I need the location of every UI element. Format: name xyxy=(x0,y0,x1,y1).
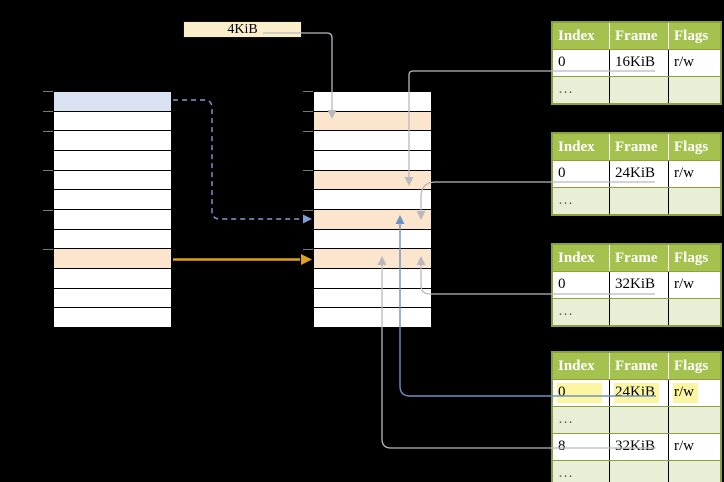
memory-cell xyxy=(314,210,431,230)
memory-cell xyxy=(314,92,431,112)
address-tick xyxy=(303,249,313,250)
pt4-ellipsis-2: … xyxy=(553,461,610,482)
table-row-highlighted: 0 24KiB r/w xyxy=(553,379,720,406)
address-tick xyxy=(43,91,53,92)
address-tick xyxy=(43,210,53,211)
pt4-flags-0: r/w xyxy=(669,380,720,406)
pt3-frame-0: 32KiB xyxy=(610,272,669,298)
pt3-flags-0: r/w xyxy=(669,272,720,298)
pt2-frame-0: 24KiB xyxy=(610,161,669,187)
pt3-header-flags: Flags xyxy=(669,245,720,271)
page-size-label: 4KiB xyxy=(183,21,302,38)
pt4-header-index: Index xyxy=(553,353,610,379)
memory-cell xyxy=(314,111,431,132)
pt3-header-index: Index xyxy=(553,245,610,271)
page-table-3: Index Frame Flags 0 32KiB r/w … xyxy=(551,243,722,327)
pt4-index-8: 8 xyxy=(553,434,610,460)
memory-cell xyxy=(314,229,431,250)
memory-cell xyxy=(54,249,171,270)
table-row-ellipsis: … xyxy=(553,298,720,325)
pt1-header-flags: Flags xyxy=(669,23,720,49)
memory-cell xyxy=(314,170,431,191)
address-tick xyxy=(43,170,53,171)
memory-cell xyxy=(314,151,431,171)
table-row: 0 16KiB r/w xyxy=(553,49,720,76)
address-tick xyxy=(43,249,53,250)
page-table-4: Index Frame Flags 0 24KiB r/w … 8 32KiB … xyxy=(551,351,722,482)
pt1-frame-0: 16KiB xyxy=(610,50,669,76)
pt2-ellipsis: … xyxy=(553,188,610,214)
pt2-header-frame: Frame xyxy=(610,134,669,160)
pt4-header-flags: Flags xyxy=(669,353,720,379)
page-table-1: Index Frame Flags 0 16KiB r/w … xyxy=(551,21,722,105)
pt1-flags-0: r/w xyxy=(669,50,720,76)
memory-cell xyxy=(54,308,171,328)
table-row-ellipsis: … xyxy=(553,460,720,482)
table-row: 0 32KiB r/w xyxy=(553,271,720,298)
pt1-header-frame: Frame xyxy=(610,23,669,49)
memory-cell xyxy=(54,190,171,211)
address-tick xyxy=(303,170,313,171)
memory-cell xyxy=(54,131,171,152)
pt2-header-flags: Flags xyxy=(669,134,720,160)
pt1-header-index: Index xyxy=(553,23,610,49)
pt3-index-0: 0 xyxy=(553,272,610,298)
memory-cell xyxy=(54,111,171,132)
address-tick xyxy=(43,111,53,112)
memory-cell xyxy=(54,269,171,289)
virtual-memory-column xyxy=(53,91,172,328)
memory-cell xyxy=(314,190,431,211)
memory-cell xyxy=(54,151,171,171)
address-tick xyxy=(43,131,53,132)
pt3-ellipsis: … xyxy=(553,299,610,325)
page-table-2: Index Frame Flags 0 24KiB r/w … xyxy=(551,132,722,216)
memory-cell xyxy=(54,210,171,230)
arrow-virtual-orange-page xyxy=(173,254,312,265)
pt3-header-frame: Frame xyxy=(610,245,669,271)
pt4-frame-0: 24KiB xyxy=(610,380,669,406)
pt4-header-frame: Frame xyxy=(610,353,669,379)
pt4-index-0: 0 xyxy=(553,380,610,406)
table-row: 0 24KiB r/w xyxy=(553,160,720,187)
memory-cell xyxy=(54,229,171,250)
address-tick xyxy=(303,91,313,92)
pt1-ellipsis: … xyxy=(553,77,610,103)
memory-cell xyxy=(54,170,171,191)
pt2-flags-0: r/w xyxy=(669,161,720,187)
address-tick xyxy=(303,111,313,112)
physical-memory-column xyxy=(313,91,432,328)
pt1-index-0: 0 xyxy=(553,50,610,76)
memory-cell xyxy=(314,249,431,270)
memory-cell xyxy=(314,269,431,289)
pt4-flags-8: r/w xyxy=(669,434,720,460)
pt2-index-0: 0 xyxy=(553,161,610,187)
table-row-ellipsis: … xyxy=(553,187,720,214)
memory-cell xyxy=(314,288,431,309)
table-row: 8 32KiB r/w xyxy=(553,433,720,460)
pt2-header-index: Index xyxy=(553,134,610,160)
table-row-ellipsis: … xyxy=(553,406,720,433)
memory-cell xyxy=(314,308,431,328)
memory-cell xyxy=(54,288,171,309)
table-row-ellipsis: … xyxy=(553,76,720,103)
address-tick xyxy=(303,131,313,132)
memory-cell xyxy=(314,131,431,152)
pt4-ellipsis-1: … xyxy=(553,407,610,433)
pt4-frame-8: 32KiB xyxy=(610,434,669,460)
memory-cell xyxy=(54,92,171,112)
address-tick xyxy=(303,210,313,211)
arrow-virtual-blue-page xyxy=(173,99,312,224)
